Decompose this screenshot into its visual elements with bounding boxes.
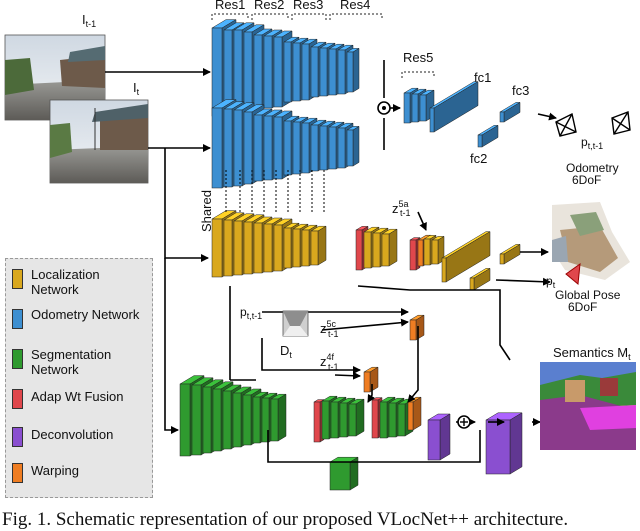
- z4f-sub: t-1: [328, 362, 339, 372]
- legend-label: Localization Network: [31, 267, 100, 297]
- localization-block: [310, 225, 327, 266]
- segmentation-block: [270, 393, 287, 442]
- deconvolution-block: [427, 413, 451, 461]
- z5c-label: z5c: [320, 319, 337, 336]
- odometry-block: [346, 125, 360, 167]
- odometry-block: [419, 89, 435, 122]
- legend-item-adap-wt-fusion: Adap Wt Fusion: [12, 387, 143, 409]
- sum-node: [457, 415, 471, 429]
- odometry-title: Odometry: [566, 161, 619, 175]
- legend-item-warping: Warping: [12, 461, 143, 483]
- fc-block: [469, 267, 491, 291]
- curr-frame-label: It: [133, 80, 140, 97]
- legend-swatch: [12, 269, 23, 289]
- z5a-label: z5a: [392, 199, 409, 216]
- label-res4: Res4: [340, 0, 370, 12]
- label-fc2: fc2: [470, 151, 487, 166]
- z4f-label: z4f: [320, 352, 335, 369]
- legend-swatch: [12, 427, 23, 447]
- warping-block: [363, 366, 379, 393]
- odometry-block: [346, 47, 360, 93]
- fc-block: [499, 243, 521, 265]
- warping-block: [409, 314, 425, 341]
- localization-block: [431, 235, 445, 265]
- legend-swatch: [12, 309, 23, 329]
- legend-label: Warping: [31, 463, 79, 478]
- label-res1: Res1: [215, 0, 245, 12]
- legend: Localization Network Odometry Network Se…: [5, 258, 153, 498]
- warp-pose-label: pt,t-1: [240, 305, 262, 321]
- camera-pair-icon: [555, 111, 631, 137]
- warping-block: [407, 396, 422, 431]
- segmentation-block: [329, 456, 359, 491]
- depth-map: [282, 310, 309, 337]
- camera-pose-icon: [565, 262, 581, 285]
- odometry-pose-label: pt,t-1: [581, 135, 603, 151]
- label-res2: Res2: [254, 0, 284, 12]
- legend-label: Segmentation Network: [31, 347, 112, 377]
- shared-weight-links: [225, 170, 325, 213]
- input-frame-curr: [49, 99, 149, 184]
- label-fc3: fc3: [512, 83, 529, 98]
- legend-label: Adap Wt Fusion: [31, 389, 124, 404]
- prev-frame-label: It-1: [82, 12, 96, 29]
- res-brackets: [211, 13, 435, 78]
- network-blocks: [179, 19, 523, 491]
- global-pose-title: Global Pose: [555, 288, 621, 302]
- semantic-map: [540, 362, 636, 450]
- semantics-title: Semantics Mt: [553, 345, 631, 362]
- point-cloud-map: [552, 202, 630, 280]
- legend-item-odometry: Odometry Network: [12, 307, 143, 329]
- label-res3: Res3: [293, 0, 323, 12]
- fc-block: [441, 231, 491, 283]
- legend-swatch: [12, 463, 23, 483]
- deconvolution-block: [485, 412, 523, 475]
- odometry-subtitle: 6DoF: [572, 173, 601, 187]
- legend-label: Deconvolution: [31, 427, 114, 442]
- segmentation-block: [348, 398, 365, 437]
- label-shared: Shared: [199, 190, 214, 232]
- global-pose-subtitle: 6DoF: [568, 300, 597, 314]
- z5c-sub: t-1: [328, 329, 339, 339]
- legend-item-segmentation: Segmentation Network: [12, 347, 143, 377]
- label-fc1: fc1: [474, 70, 491, 85]
- legend-label: Odometry Network: [31, 307, 140, 322]
- concat-node: [377, 101, 391, 115]
- depth-label: Dt: [280, 343, 292, 360]
- figure-caption: Fig. 1. Schematic representation of our …: [2, 509, 569, 530]
- legend-item-deconvolution: Deconvolution: [12, 425, 143, 447]
- localization-block: [381, 228, 398, 267]
- global-pose-label: pt: [546, 274, 556, 290]
- fc1-block: [429, 81, 479, 133]
- legend-item-localization: Localization Network: [12, 267, 143, 297]
- z5a-sub: t-1: [400, 208, 411, 218]
- legend-swatch: [12, 349, 23, 369]
- fc2-block: [477, 124, 499, 148]
- fc3-block: [499, 101, 521, 123]
- legend-swatch: [12, 389, 23, 409]
- label-res5: Res5: [403, 50, 433, 65]
